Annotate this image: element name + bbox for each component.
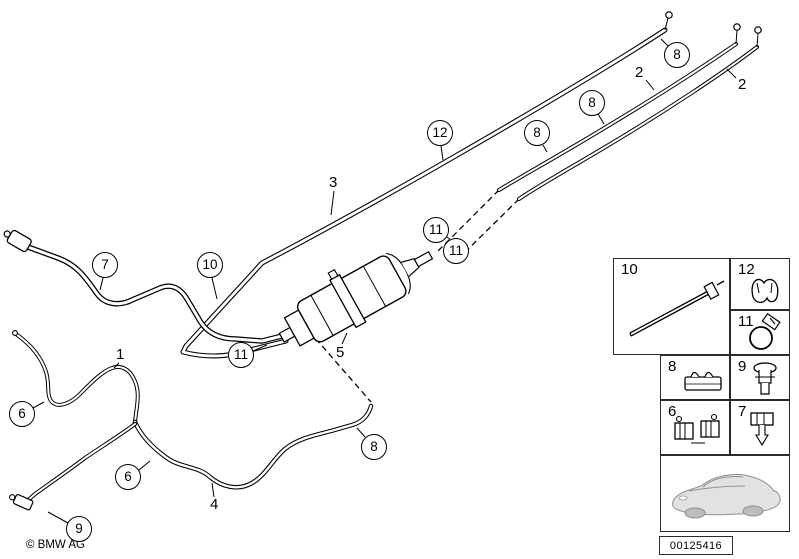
callout-11[interactable]: 11 <box>443 238 469 264</box>
callout-7[interactable]: 7 <box>92 252 118 278</box>
cable-tie-icon <box>629 280 725 337</box>
legend-label: 6 <box>668 403 677 420</box>
line-clip-icon <box>684 371 722 391</box>
label-2[interactable]: 2 <box>737 76 748 93</box>
legend-label: 11 <box>738 313 754 330</box>
line-to-fitting-9 <box>9 422 137 511</box>
legend-cell-9[interactable]: 9 <box>730 355 790 400</box>
callout-8[interactable]: 8 <box>361 434 387 460</box>
legend-cell-6[interactable]: 6 <box>660 400 730 455</box>
label-5[interactable]: 5 <box>335 344 346 361</box>
callout-8[interactable]: 8 <box>524 120 550 146</box>
callout-11[interactable]: 11 <box>423 217 449 243</box>
legend-label: 12 <box>738 261 755 278</box>
car-silhouette-icon <box>672 473 781 519</box>
fuel-filter <box>278 250 434 347</box>
label-1[interactable]: 1 <box>115 346 126 363</box>
callout-9[interactable]: 9 <box>66 516 92 542</box>
legend-cell-8[interactable]: 8 <box>660 355 730 400</box>
document-number: 00125416 <box>669 539 723 552</box>
double-clip-icon <box>674 413 720 444</box>
legend-cell-7[interactable]: 7 <box>730 400 790 455</box>
legend-cell-11[interactable]: 11 <box>730 310 790 355</box>
copyright-text: © BMW AG <box>26 539 85 551</box>
label-4[interactable]: 4 <box>209 496 220 513</box>
callout-6[interactable]: 6 <box>9 401 35 427</box>
fuel-feed-line-3 <box>180 11 673 359</box>
callout-8[interactable]: 8 <box>579 90 605 116</box>
legend-label: 8 <box>668 358 677 375</box>
retaining-clip-icon <box>751 278 779 304</box>
label-2[interactable]: 2 <box>634 64 645 81</box>
document-number-box: 00125416 <box>659 536 733 555</box>
pin-clip-icon <box>750 412 774 447</box>
legend-cell-12[interactable]: 12 <box>730 258 790 310</box>
fuel-line-4 <box>132 403 374 490</box>
hose-clamp-icon <box>749 312 781 350</box>
fuel-pipes-2 <box>497 23 762 201</box>
callout-6[interactable]: 6 <box>115 464 141 490</box>
legend-cell-10[interactable]: 10 <box>613 258 730 355</box>
vent-line-7 <box>3 229 289 344</box>
callout-8[interactable]: 8 <box>664 42 690 68</box>
clamp-marks <box>269 33 666 433</box>
callout-10[interactable]: 10 <box>197 252 223 278</box>
legend-label: 9 <box>738 358 747 375</box>
legend-label: 10 <box>621 261 638 278</box>
leader-lines <box>32 38 737 524</box>
holder-clip-icon <box>753 362 777 395</box>
callout-11[interactable]: 11 <box>228 342 254 368</box>
legend-label: 7 <box>738 403 747 420</box>
legend-vehicle-cell[interactable] <box>660 455 790 532</box>
callout-12[interactable]: 12 <box>427 120 453 146</box>
fuel-line-1 <box>12 330 140 424</box>
label-3[interactable]: 3 <box>328 174 339 191</box>
